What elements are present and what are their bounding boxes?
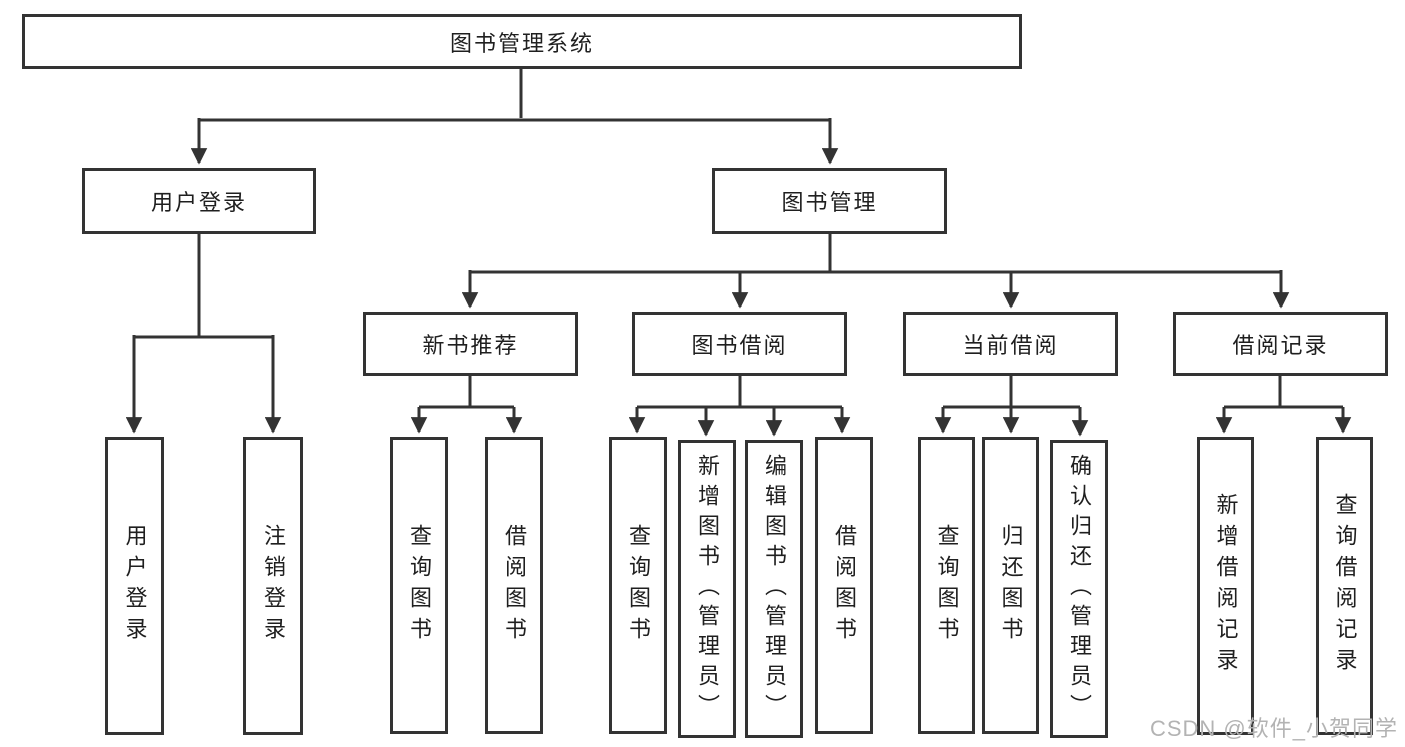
leaf-edit-books-admin: 编辑图书（管理员）	[745, 440, 803, 738]
leaf-add-books-admin: 新增图书（管理员）	[678, 440, 736, 738]
leaf-user-login: 用户登录	[105, 437, 164, 735]
leaf-query-books-2: 查询图书	[609, 437, 667, 734]
leaf-borrow-books-2: 借阅图书	[815, 437, 873, 734]
node-book-management: 图书管理	[712, 168, 947, 234]
leaf-query-books-3: 查询图书	[918, 437, 975, 734]
leaf-add-borrow-record: 新增借阅记录	[1197, 437, 1254, 735]
node-book-borrow: 图书借阅	[632, 312, 847, 376]
node-current-borrow: 当前借阅	[903, 312, 1118, 376]
leaf-query-books-1: 查询图书	[390, 437, 448, 734]
leaf-borrow-books-1: 借阅图书	[485, 437, 543, 734]
node-new-book-recommend: 新书推荐	[363, 312, 578, 376]
node-user-login: 用户登录	[82, 168, 316, 234]
leaf-query-borrow-record: 查询借阅记录	[1316, 437, 1373, 735]
csdn-watermark: CSDN @软件_小贺同学	[1149, 716, 1398, 741]
node-borrow-records: 借阅记录	[1173, 312, 1388, 376]
leaf-logout: 注销登录	[243, 437, 303, 735]
node-system-root: 图书管理系统	[22, 14, 1022, 69]
leaf-confirm-return-admin: 确认归还（管理员）	[1050, 440, 1108, 738]
leaf-return-books: 归还图书	[982, 437, 1039, 734]
